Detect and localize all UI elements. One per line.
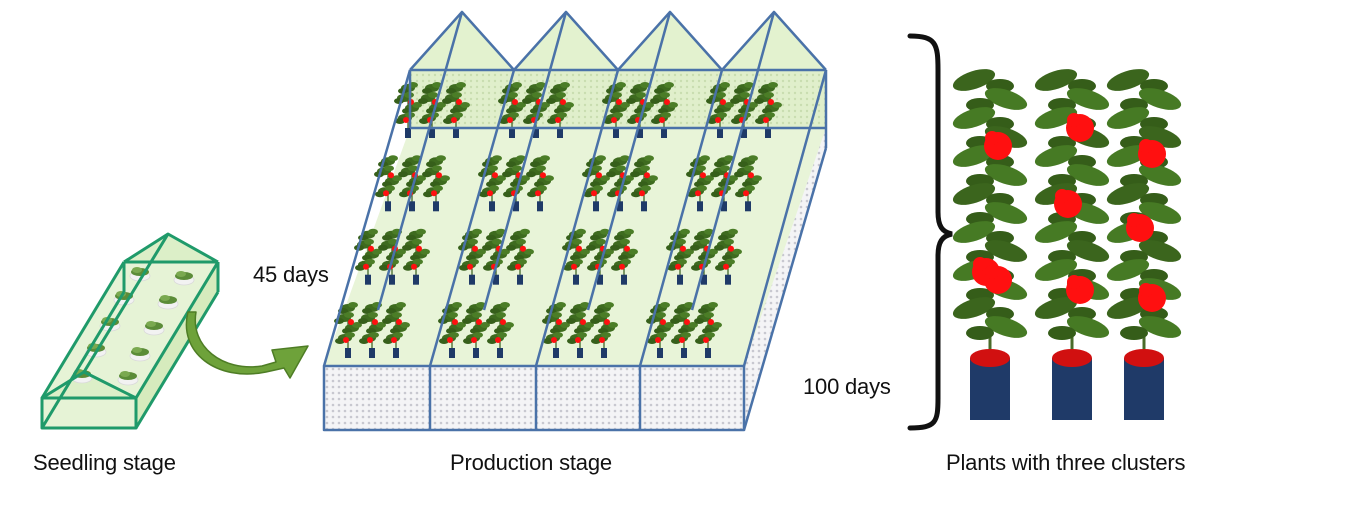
pot-rim	[1124, 349, 1164, 367]
leaf	[1066, 164, 1110, 186]
leaf	[1138, 126, 1182, 148]
fruit-cluster	[985, 131, 999, 145]
leaf	[1034, 69, 1078, 91]
leaf	[1138, 240, 1182, 262]
leaf	[1034, 107, 1078, 129]
seedling-duration-label: 45 days	[253, 262, 329, 287]
leaf	[1138, 202, 1182, 224]
leaf	[966, 326, 994, 340]
fruit-cluster	[1127, 213, 1141, 227]
leaf	[1066, 316, 1110, 338]
fruit-cluster	[973, 257, 987, 271]
plant	[952, 69, 1028, 420]
leaf	[984, 316, 1028, 338]
production-stage-label: Production stage	[450, 450, 612, 475]
leaf	[1034, 145, 1078, 167]
pot-rim	[970, 349, 1010, 367]
leaf	[984, 164, 1028, 186]
leaf	[1120, 326, 1148, 340]
leaf	[1106, 183, 1150, 205]
leaf	[1138, 88, 1182, 110]
pot	[1052, 358, 1092, 420]
duration-brace	[907, 33, 953, 431]
transition-arrow	[185, 311, 309, 379]
leaf	[984, 240, 1028, 262]
seedling-greenhouse	[40, 232, 220, 430]
leaf	[1138, 316, 1182, 338]
leaf	[952, 145, 996, 167]
leaf	[1066, 240, 1110, 262]
leaf	[952, 107, 996, 129]
leaf	[952, 69, 996, 91]
production-greenhouse	[322, 10, 828, 432]
fruit-cluster	[1139, 283, 1153, 297]
leaf	[952, 221, 996, 243]
leaf	[952, 183, 996, 205]
plants-clusters-label: Plants with three clusters	[946, 450, 1186, 475]
leaf	[952, 297, 996, 319]
leaf	[1034, 221, 1078, 243]
fruit-cluster	[1067, 113, 1081, 127]
production-duration-label: 100 days	[803, 374, 891, 399]
leaf	[1106, 297, 1150, 319]
plant	[1034, 69, 1110, 420]
leaf	[1048, 326, 1076, 340]
pot	[1124, 358, 1164, 420]
fruit-cluster	[1055, 189, 1069, 203]
pot	[970, 358, 1010, 420]
leaf	[1138, 164, 1182, 186]
pot-rim	[1052, 349, 1092, 367]
fruit-cluster	[985, 265, 999, 279]
plants-with-clusters	[952, 69, 1182, 420]
leaf	[1034, 297, 1078, 319]
leaf	[984, 88, 1028, 110]
fruit-cluster	[1139, 139, 1153, 153]
leaf	[1034, 259, 1078, 281]
leaf	[1106, 69, 1150, 91]
leaf	[1106, 259, 1150, 281]
leaf	[1066, 88, 1110, 110]
plant	[1106, 69, 1182, 420]
seedling-stage-label: Seedling stage	[33, 450, 176, 475]
fruit-cluster	[1067, 275, 1081, 289]
leaf	[1106, 107, 1150, 129]
leaf	[984, 202, 1028, 224]
